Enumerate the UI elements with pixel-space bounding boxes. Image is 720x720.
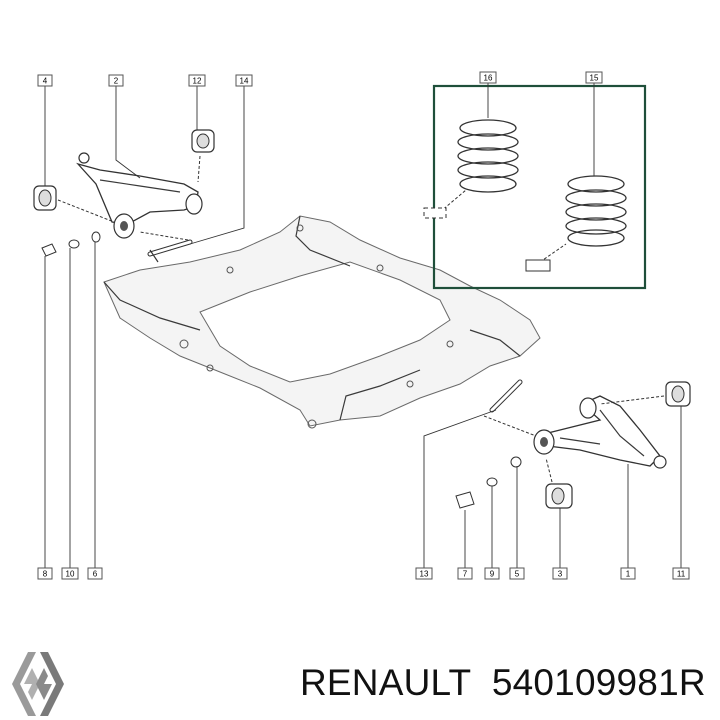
bushing-11 (665, 381, 691, 407)
svg-text:16: 16 (484, 74, 493, 83)
spring-arrows (439, 189, 567, 263)
svg-text:12: 12 (193, 77, 202, 86)
right-lower-arm (533, 395, 667, 469)
bushing-3 (545, 483, 573, 509)
callout-11: 11 (672, 567, 690, 580)
callout-10: 10 (61, 567, 79, 580)
left-fasteners (41, 231, 101, 257)
svg-text:2: 2 (114, 77, 119, 86)
svg-text:6: 6 (93, 570, 98, 579)
svg-text:14: 14 (240, 77, 249, 86)
callout-9: 9 (484, 567, 500, 580)
brand-and-part-number: RENAULT 540109981R (300, 662, 714, 712)
callout-3: 3 (552, 567, 568, 580)
subframe (103, 215, 541, 429)
renault-diamond-logo-icon (12, 652, 64, 716)
left-arrows (57, 155, 201, 241)
spring-marker-left (423, 207, 447, 219)
right-arrows (483, 395, 665, 483)
callout-7: 7 (457, 567, 473, 580)
bushing-4 (33, 185, 57, 211)
bolt-14 (147, 239, 193, 263)
svg-text:13: 13 (420, 570, 429, 579)
svg-text:1: 1 (626, 570, 631, 579)
svg-text:5: 5 (515, 570, 520, 579)
callout-13: 13 (415, 567, 433, 580)
callout-6: 6 (87, 567, 103, 580)
callout-8: 8 (37, 567, 53, 580)
svg-text:4: 4 (43, 77, 48, 86)
spring-highlight-box (432, 84, 647, 290)
coil-spring-16 (457, 119, 519, 193)
left-lower-arm (76, 152, 203, 239)
coil-spring-15 (565, 175, 627, 247)
svg-text:15: 15 (590, 74, 599, 83)
callout-12: 12 (188, 74, 206, 87)
svg-text:7: 7 (463, 570, 468, 579)
callout-4: 4 (37, 74, 53, 87)
callout-1: 1 (620, 567, 636, 580)
brand-name: RENAULT (300, 662, 472, 703)
callout-2: 2 (108, 74, 124, 87)
svg-text:10: 10 (66, 570, 75, 579)
part-number: 540109981R (491, 662, 706, 703)
spring-marker-right (525, 259, 551, 272)
leader-lines (44, 83, 682, 568)
svg-text:11: 11 (677, 570, 686, 579)
bushing-12 (191, 129, 215, 153)
callout-14: 14 (235, 74, 253, 87)
bolt-13 (489, 379, 523, 413)
callout-5: 5 (509, 567, 525, 580)
right-fasteners (455, 456, 522, 509)
svg-text:3: 3 (558, 570, 563, 579)
svg-text:9: 9 (490, 570, 495, 579)
callout-15: 15 (585, 71, 603, 84)
svg-text:8: 8 (43, 570, 48, 579)
callout-16: 16 (479, 71, 497, 84)
